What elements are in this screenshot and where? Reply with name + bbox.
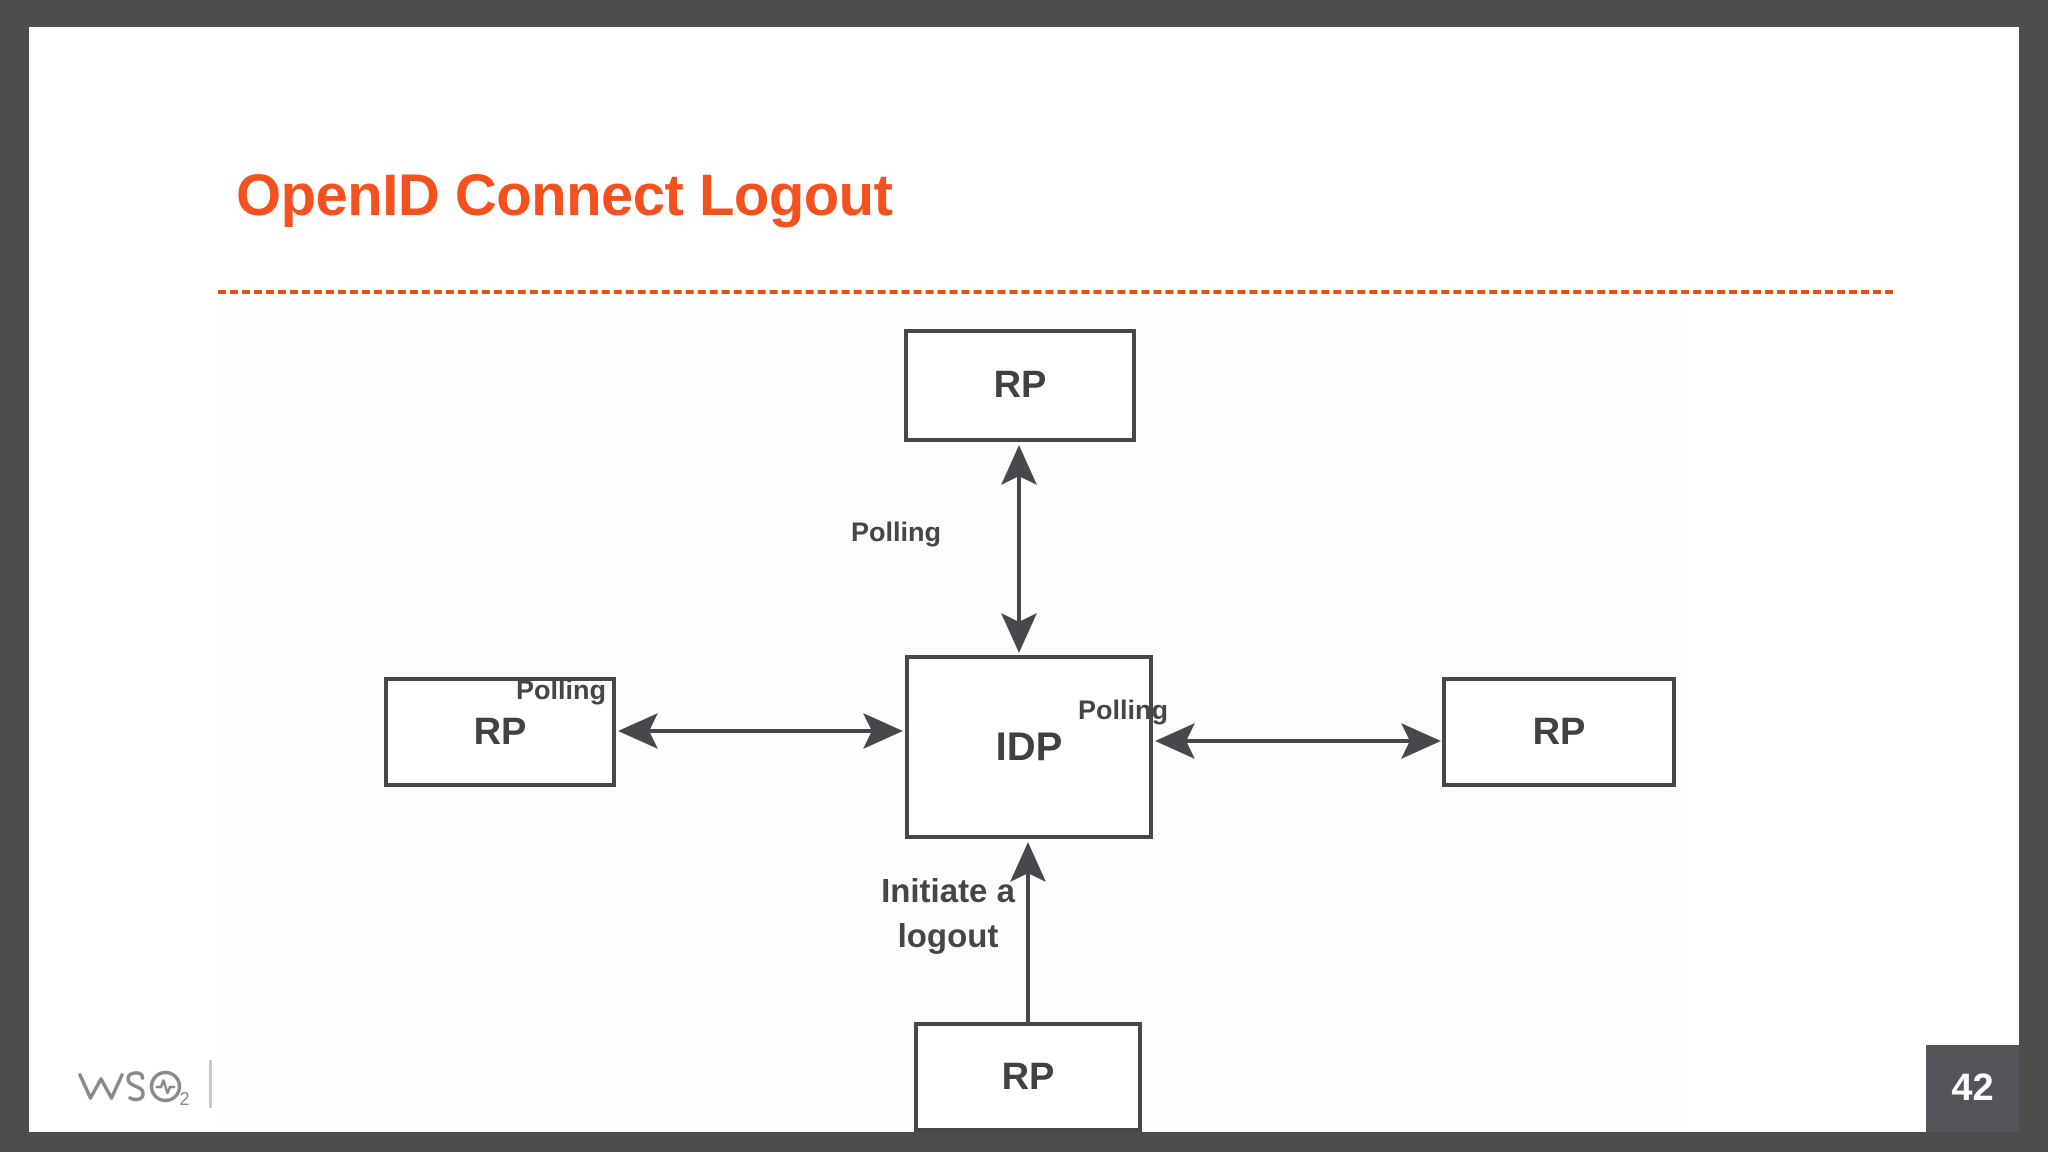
edge-label-polling-top: Polling [851, 517, 941, 547]
edge-label-initiate-line2: logout [897, 916, 999, 954]
edge-label-polling-left: Polling [516, 675, 606, 705]
edge-label-initiate-logout: Initiate a logout [838, 869, 1058, 958]
node-rp-right-label: RP [1532, 710, 1586, 753]
edge-label-initiate-line1: Initiate a [881, 872, 1015, 909]
page-title: OpenID Connect Logout [236, 163, 893, 228]
openid-logout-diagram: RP RP IDP RP RP Polling Polling Polling … [218, 309, 1688, 1132]
node-idp-label: IDP [995, 724, 1063, 769]
node-idp[interactable]: IDP [905, 655, 1153, 839]
node-rp-bottom[interactable]: RP [914, 1022, 1142, 1132]
slide-canvas: OpenID Connect Logout [29, 27, 2019, 1132]
edge-label-polling-right: Polling [1078, 695, 1168, 725]
wso2-logo-subscript: 2 [180, 1089, 190, 1109]
page-number-value: 42 [1951, 1067, 1994, 1109]
wso2-logo: 2 [78, 1070, 190, 1109]
footer-divider [209, 1060, 212, 1108]
title-divider [218, 290, 1893, 294]
node-rp-right[interactable]: RP [1442, 677, 1676, 787]
node-rp-bottom-label: RP [1001, 1055, 1055, 1098]
node-rp-top-label: RP [993, 364, 1047, 406]
page-number-badge: 42 [1926, 1045, 2019, 1132]
node-rp-left-label: RP [473, 710, 527, 753]
node-rp-top[interactable]: RP [904, 329, 1136, 442]
